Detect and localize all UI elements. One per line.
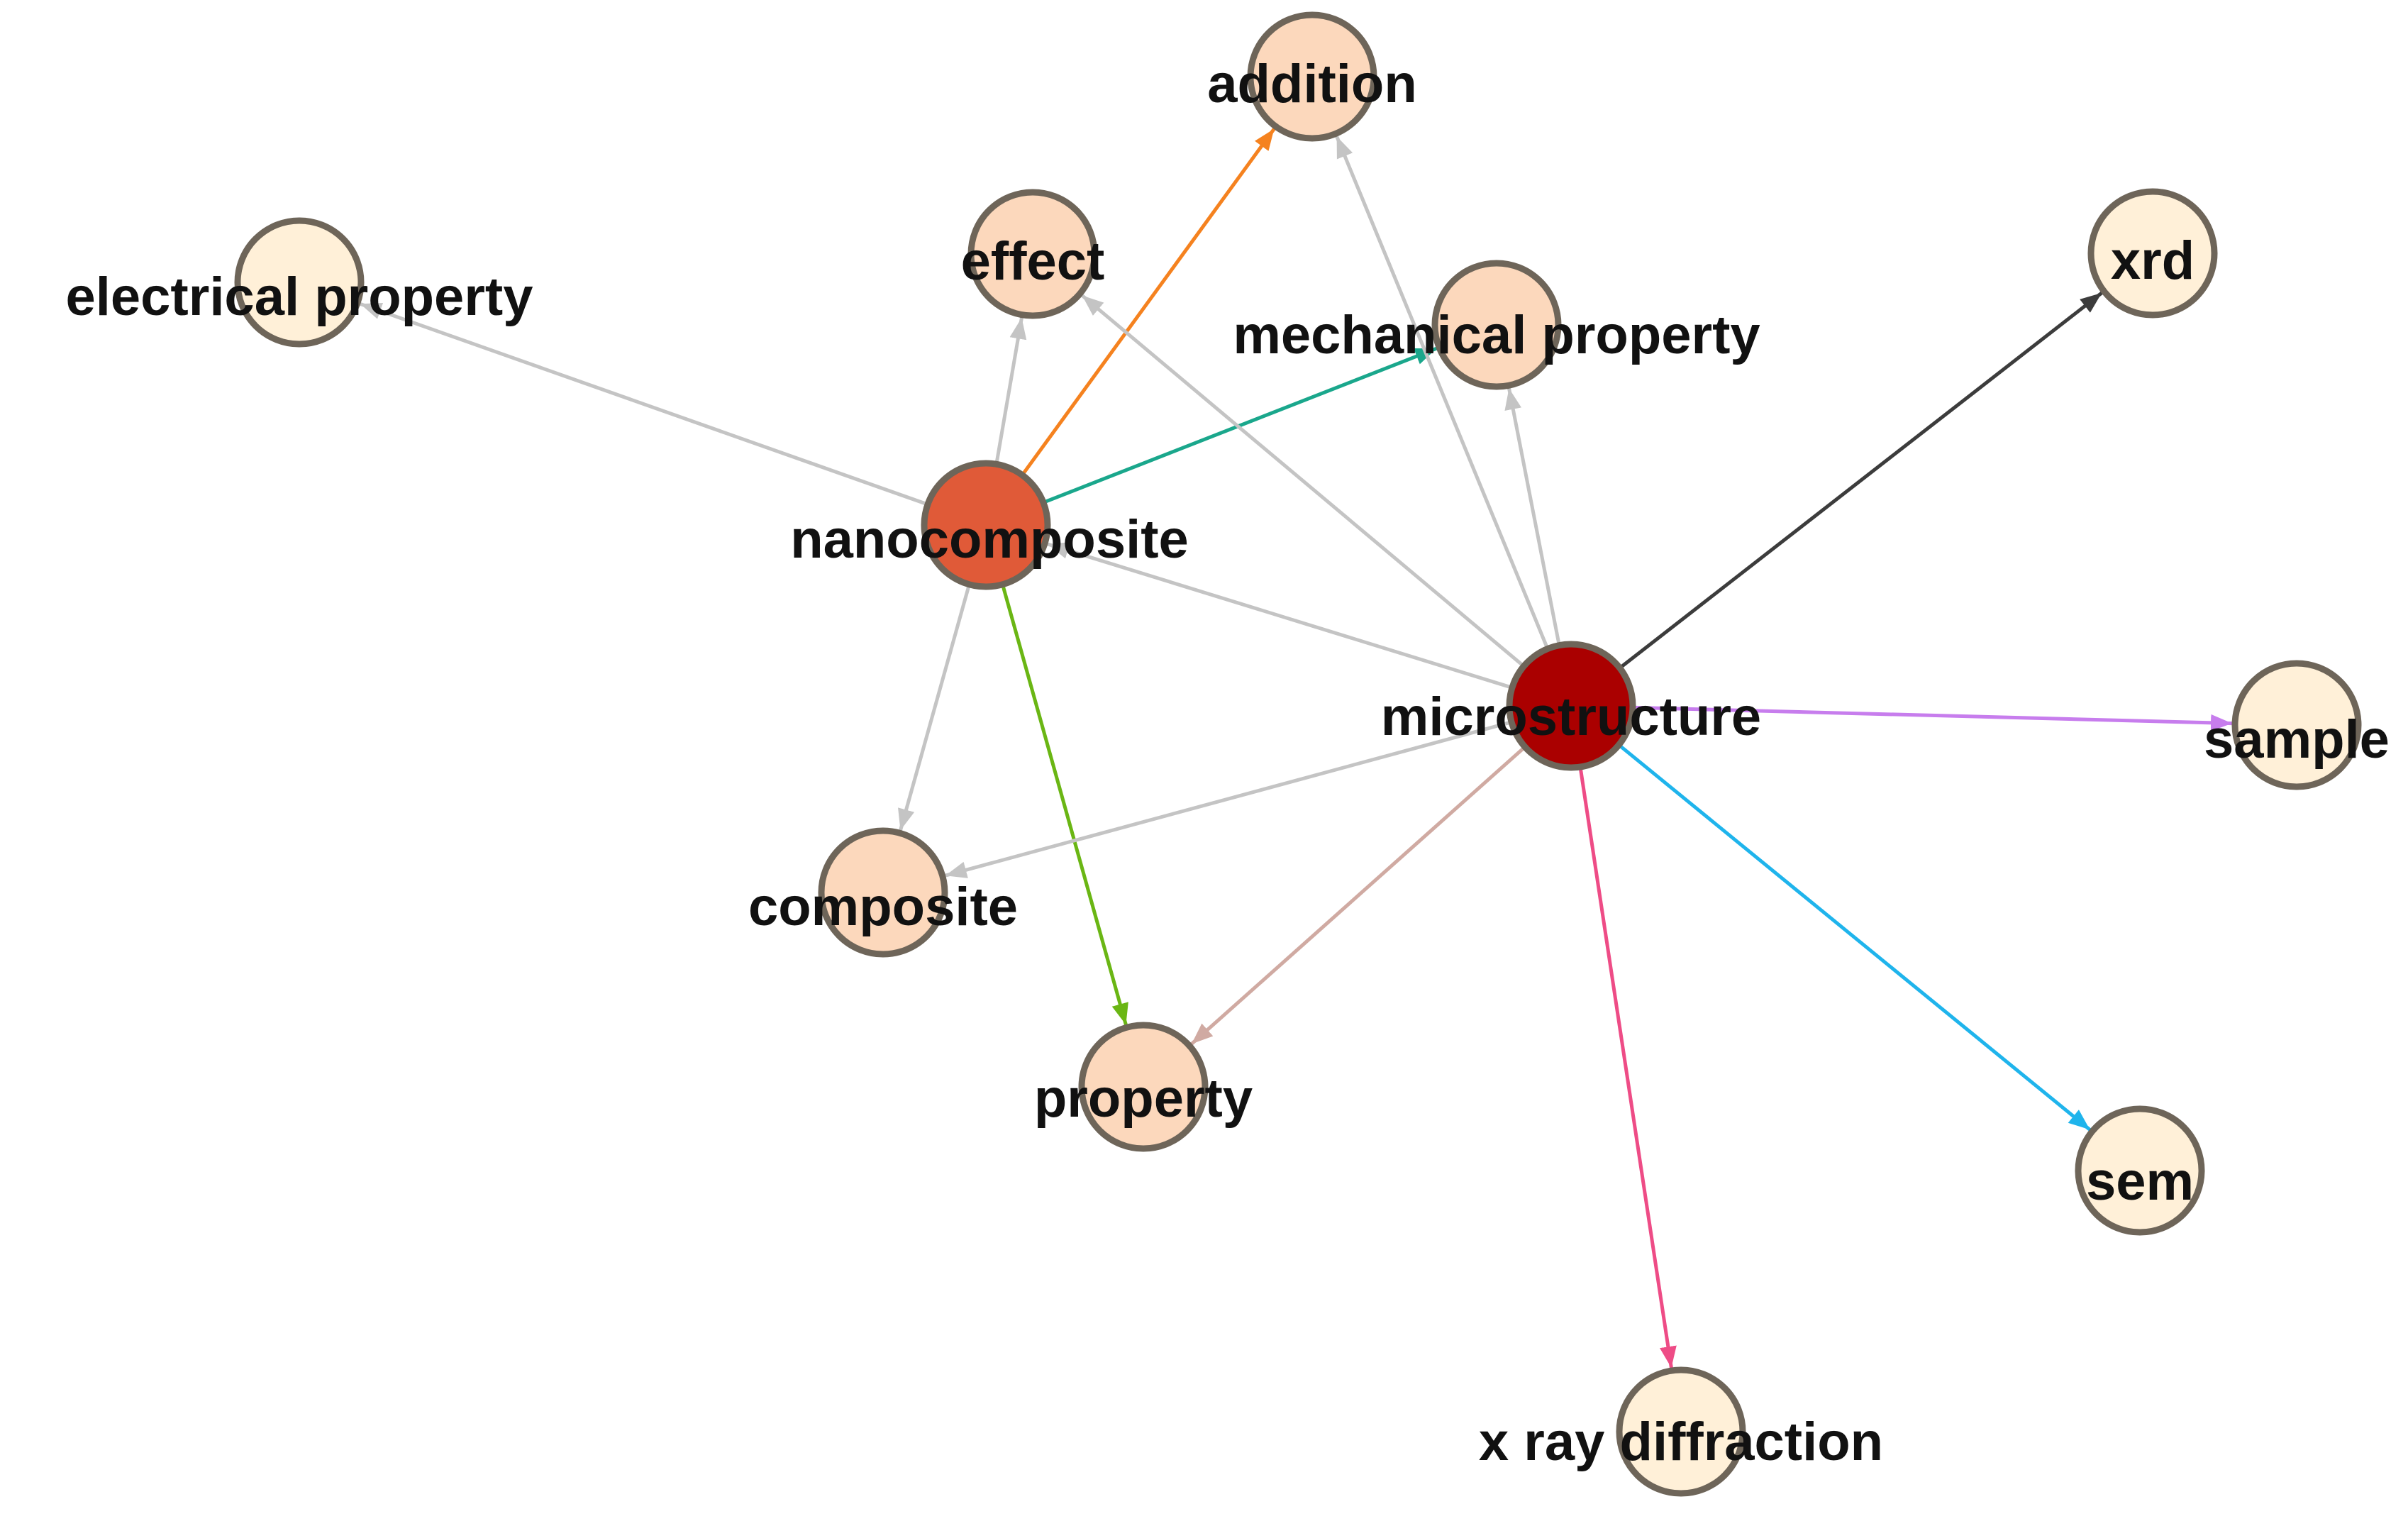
node-label-xrd: xrd [2111,231,2195,291]
node-sample[interactable] [2231,660,2362,790]
node-label-sem: sem [2086,1151,2194,1212]
node-label-electrical-property: electrical property [66,267,533,327]
edge-nanocomposite-to-effect [994,317,1027,465]
edge-nanocomposite-to-mechanical-property [1043,346,1438,504]
edge-microstructure-to-x-ray-diffraction [1578,766,1677,1369]
node-label-effect: effect [961,231,1105,292]
node-effect[interactable] [967,189,1098,319]
edge-microstructure-to-xrd [1619,291,2103,670]
edge-microstructure-to-composite [945,720,1512,878]
node-label-addition: addition [1207,54,1417,114]
node-label-sample: sample [2204,709,2390,770]
node-nanocomposite[interactable] [921,460,1051,590]
node-property[interactable] [1078,1022,1209,1152]
node-label-mechanical-property: mechanical property [1233,305,1760,365]
edge-nanocomposite-to-addition [1021,128,1276,477]
edge-microstructure-to-nanocomposite [1047,542,1513,690]
nodes-layer [234,11,2362,1497]
node-label-nanocomposite: nanocomposite [790,509,1189,570]
node-electrical-property[interactable] [234,217,365,348]
edges-layer [359,128,2233,1369]
edge-microstructure-to-mechanical-property [1504,387,1561,646]
node-x-ray-diffraction[interactable] [1616,1366,1746,1497]
node-label-composite: composite [748,877,1018,937]
node-label-x-ray-diffraction: x ray diffraction [1479,1412,1883,1472]
labels-layer: addition effect electrical property mechani… [66,54,2390,1472]
node-microstructure[interactable] [1506,641,1636,771]
node-label-property: property [1034,1068,1253,1129]
edge-microstructure-to-effect [1081,294,1526,668]
node-xrd[interactable] [2087,188,2218,319]
node-mechanical-property[interactable] [1431,260,1562,390]
edge-nanocomposite-to-electrical-property [359,302,928,507]
node-sem[interactable] [2075,1105,2205,1236]
edge-microstructure-to-sem [1617,743,2092,1132]
edge-microstructure-to-addition [1335,136,1550,650]
node-addition[interactable] [1247,11,1377,142]
edge-microstructure-to-sample [1632,705,2233,731]
edge-nanocomposite-to-property [1001,584,1128,1026]
edge-microstructure-to-property [1190,746,1526,1046]
node-composite[interactable] [818,827,948,958]
node-label-microstructure: microstructure [1381,687,1761,747]
edge-nanocomposite-to-composite [898,584,971,831]
